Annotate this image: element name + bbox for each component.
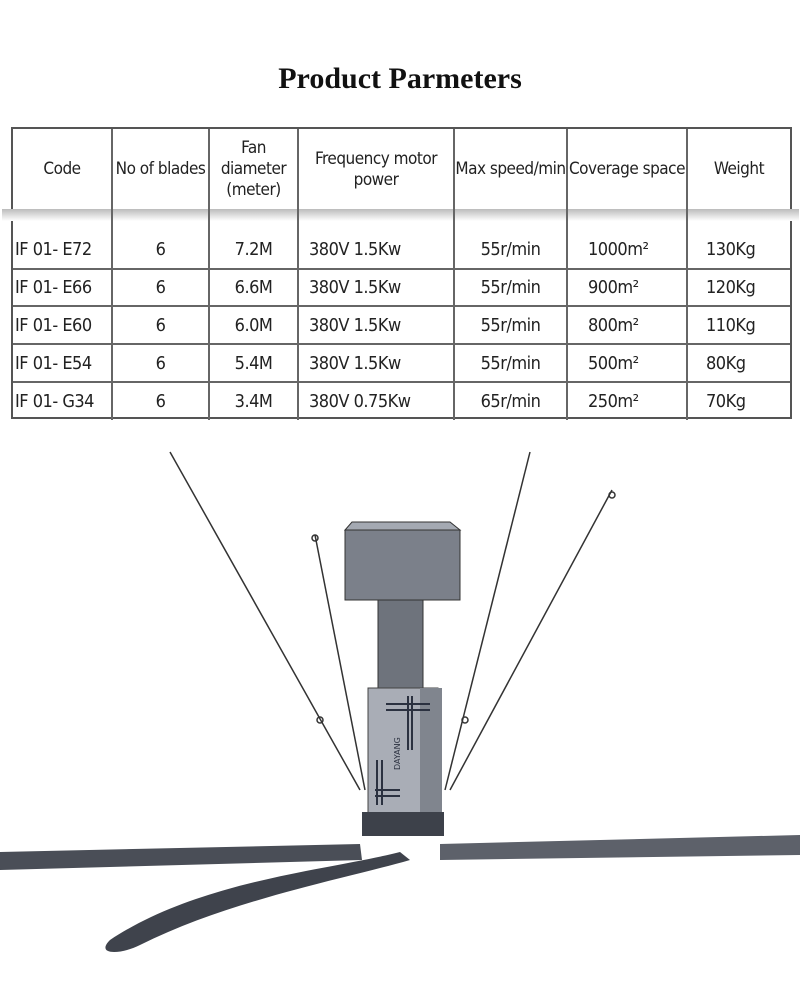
- cell-blades: 6: [113, 210, 210, 268]
- cell-diameter: 6.6M: [210, 270, 299, 305]
- cell-coverage: 900m²: [568, 270, 688, 305]
- cell-speed: 55r/min: [455, 345, 568, 381]
- cell-weight: 110Kg: [706, 314, 756, 336]
- cell-code: IF 01- E60: [13, 307, 113, 343]
- cell-power: 380V 1.5Kw: [299, 345, 455, 381]
- cell-code: IF 01- E54: [13, 345, 113, 381]
- cell-weight: 130Kg: [706, 239, 756, 260]
- cell-coverage: 1000m²: [568, 210, 688, 268]
- header-shadow: [2, 209, 799, 221]
- cell-weight: 120Kg: [706, 277, 756, 298]
- ceiling-fan-image: DAYANG: [0, 451, 800, 952]
- cell-speed: 55r/min: [455, 270, 568, 305]
- cell-blades: 6: [113, 307, 210, 343]
- cell-code: IF 01- E66: [13, 270, 113, 305]
- header-code: Code: [13, 129, 113, 210]
- cell-blades: 6: [113, 345, 210, 381]
- table-header: Code No of blades Fan diameter (meter) F…: [13, 129, 790, 210]
- cell-diameter: 5.4M: [210, 345, 299, 381]
- cell-blades: 6: [113, 270, 210, 305]
- cell-power: 380V 0.75Kw: [299, 383, 455, 420]
- cell-weight: 80Kg: [706, 352, 746, 374]
- cell-diameter: 3.4M: [210, 383, 299, 420]
- cell-coverage: 250m²: [568, 383, 688, 420]
- fan-blade-right: [440, 835, 800, 860]
- header-speed: Max speed/min: [455, 129, 568, 210]
- cell-weight: 70Kg: [706, 391, 746, 412]
- fan-blade-front: [105, 852, 411, 952]
- header-blades: No of blades: [113, 129, 210, 210]
- mount-bracket: [344, 529, 461, 601]
- cell-diameter: 7.2M: [210, 210, 299, 268]
- brand-label: DAYANG: [393, 737, 402, 770]
- cell-coverage: 800m²: [568, 307, 688, 343]
- cell-code: IF 01- E72: [13, 210, 113, 268]
- header-diameter: Fan diameter (meter): [210, 129, 299, 210]
- cell-coverage: 500m²: [568, 345, 688, 381]
- cell-blades: 6: [113, 383, 210, 420]
- cell-power: 380V 1.5Kw: [299, 270, 455, 305]
- cell-diameter: 6.0M: [210, 307, 299, 343]
- parameters-table: Code No of blades Fan diameter (meter) F…: [2, 127, 799, 420]
- header-power: Frequency motor power: [299, 129, 455, 210]
- cell-power: 380V 1.5Kw: [299, 210, 455, 268]
- cell-code: IF 01- G34: [13, 383, 113, 420]
- support-cables: [169, 451, 616, 791]
- cell-speed: 65r/min: [455, 383, 568, 420]
- page-title: Product Parmeters: [278, 62, 522, 95]
- cell-power: 380V 1.5Kw: [299, 307, 455, 343]
- fan-blade-left: [0, 844, 362, 870]
- cell-speed: 55r/min: [455, 307, 568, 343]
- cell-speed: 55r/min: [455, 210, 568, 268]
- header-coverage: Coverage space: [568, 129, 688, 210]
- header-weight: Weight: [713, 159, 765, 179]
